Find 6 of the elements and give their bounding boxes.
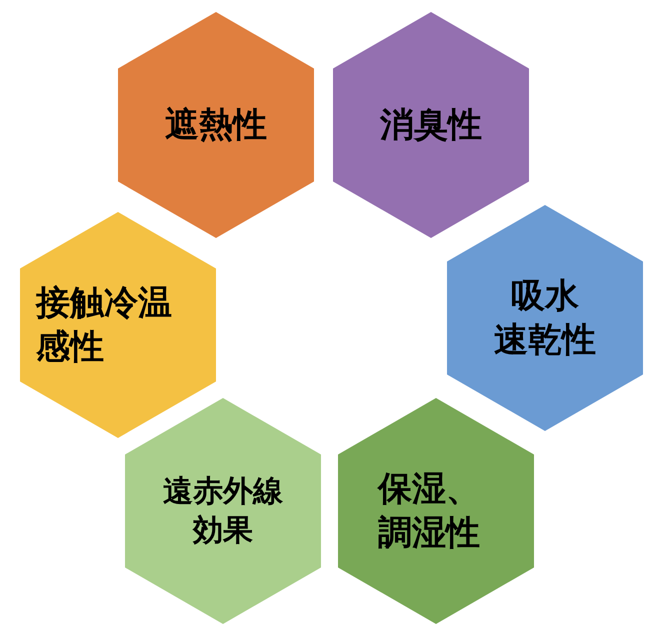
hexagon-label: 吸水速乾性 <box>494 275 596 362</box>
hexagon-label: 消臭性 <box>380 104 482 147</box>
hexagon-label: 遠赤外線効果 <box>163 473 283 550</box>
hexagon-label: 接触冷温感性 <box>36 282 172 370</box>
hexagon-label: 保湿、調湿性 <box>378 468 480 556</box>
hexagon-label: 遮熱性 <box>165 104 267 147</box>
